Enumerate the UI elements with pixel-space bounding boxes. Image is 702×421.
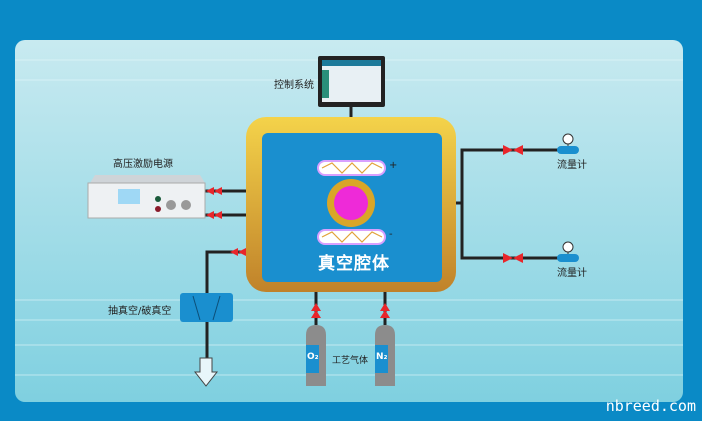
o2-label: O₂ xyxy=(307,352,319,362)
gas-bottle-n2 xyxy=(375,325,395,386)
exhaust-arrow-icon xyxy=(193,357,219,387)
process-gas-label: 工艺气体 xyxy=(332,356,369,366)
vacuum-valve-label: 抽真空/破真空 xyxy=(108,306,172,317)
n2-label: N₂ xyxy=(376,352,388,362)
control-monitor xyxy=(318,56,385,107)
power-supply-unit xyxy=(87,175,206,219)
flow-meter-label-1: 流量计 xyxy=(557,160,587,171)
sample-disc xyxy=(327,179,375,227)
red-valves xyxy=(206,145,523,318)
control-system-label: 控制系统 xyxy=(274,80,314,91)
electrode-plus-label: + xyxy=(389,160,398,171)
flow-meter-label-2: 流量计 xyxy=(557,268,587,279)
vacuum-valve xyxy=(180,293,233,322)
watermark: nbreed.com xyxy=(605,397,696,415)
electrode-bottom xyxy=(317,229,386,245)
power-supply-label: 高压激励电源 xyxy=(113,159,173,170)
flow-meter-icon xyxy=(557,133,579,262)
electrode-minus-label: - xyxy=(389,229,393,240)
gas-bottle-o2 xyxy=(306,325,326,386)
chamber-label: 真空腔体 xyxy=(318,254,390,274)
electrode-top xyxy=(317,160,386,176)
